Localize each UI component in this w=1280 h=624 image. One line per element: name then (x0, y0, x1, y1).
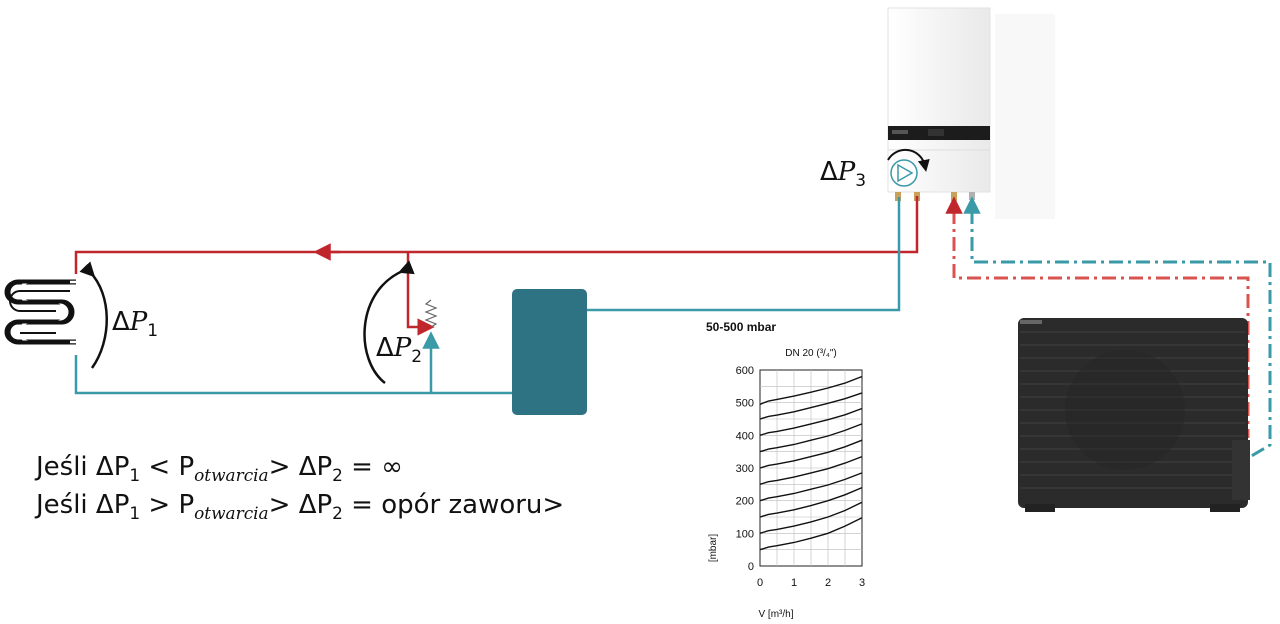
dp2-label: ΔP2 (376, 333, 422, 367)
chart-series-line-4 (759, 472, 863, 502)
dp1-label: ΔP1 (112, 307, 158, 341)
formula-text: = ∞ (342, 452, 403, 482)
pump-icon (887, 148, 930, 187)
y-tick-label: 500 (736, 398, 754, 410)
formula-text: Jeśli ΔP (36, 452, 130, 482)
formula-sub: 2 (332, 465, 343, 486)
outdoor-unit (1018, 318, 1250, 512)
buffer-tank (512, 289, 587, 415)
y-tick-label: 300 (736, 463, 754, 475)
formula-text: = opór zaworu> (342, 490, 565, 520)
valve-chart: 50-500 mbar DN 20 (³/₄") [mbar] V [m³/h]… (706, 320, 865, 620)
chart-subtitle: DN 20 (³/₄") (785, 348, 837, 359)
dp3-label: ΔP3 (820, 157, 866, 191)
formula-sub: otwarcia (194, 503, 269, 524)
chart-series-line-10 (759, 375, 863, 405)
y-tick-label: 200 (736, 496, 754, 508)
indoor-unit (887, 7, 1055, 219)
condition-formula-1: Jeśli ΔP1 < Potwarcia> ΔP2 = ∞ (36, 452, 403, 485)
formula-text: Jeśli ΔP (36, 490, 130, 520)
floor-heating-coil-outline (4, 280, 72, 344)
chart-ylabel: [mbar] (708, 534, 719, 563)
connector (951, 192, 957, 201)
chart-series-line-5 (759, 455, 863, 485)
chart-series-line-8 (759, 407, 863, 436)
y-tick-label: 400 (736, 430, 754, 442)
formula-text: > ΔP (268, 490, 333, 520)
formula-sub: 2 (332, 503, 343, 524)
connector (969, 192, 975, 200)
dp2-arrow (363, 260, 415, 384)
return-pipe (74, 197, 901, 395)
y-tick-label: 600 (736, 365, 754, 377)
dp1-arrow (79, 261, 108, 369)
connector (895, 192, 901, 201)
formula-text: < P (140, 452, 195, 482)
formula-sub: otwarcia (194, 465, 269, 486)
x-tick-label: 3 (859, 577, 865, 589)
chart-title: 50-500 mbar (706, 320, 776, 334)
chart-series-line-6 (759, 439, 863, 469)
chart-series-line-3 (759, 486, 863, 518)
condition-formula-2: Jeśli ΔP1 > Potwarcia> ΔP2 = opór zaworu… (36, 490, 564, 523)
formula-sub: 1 (129, 465, 141, 486)
chart-xlabel: V [m³/h] (758, 609, 793, 620)
chart-series-line-7 (759, 423, 863, 453)
chart-series-line-9 (759, 392, 863, 420)
x-tick-label: 2 (825, 577, 831, 589)
y-tick-label: 0 (748, 561, 754, 573)
formula-sub: 1 (129, 503, 141, 524)
supply-pipe (74, 196, 919, 336)
chart-series-line-1 (759, 517, 863, 551)
chart-series-line-2 (759, 501, 863, 534)
bypass-valve (424, 299, 438, 328)
formula-text: > P (140, 490, 195, 520)
formula-text: > ΔP (268, 452, 333, 482)
x-tick-label: 1 (791, 577, 797, 589)
y-tick-label: 100 (736, 528, 754, 540)
x-tick-label: 0 (757, 577, 763, 589)
